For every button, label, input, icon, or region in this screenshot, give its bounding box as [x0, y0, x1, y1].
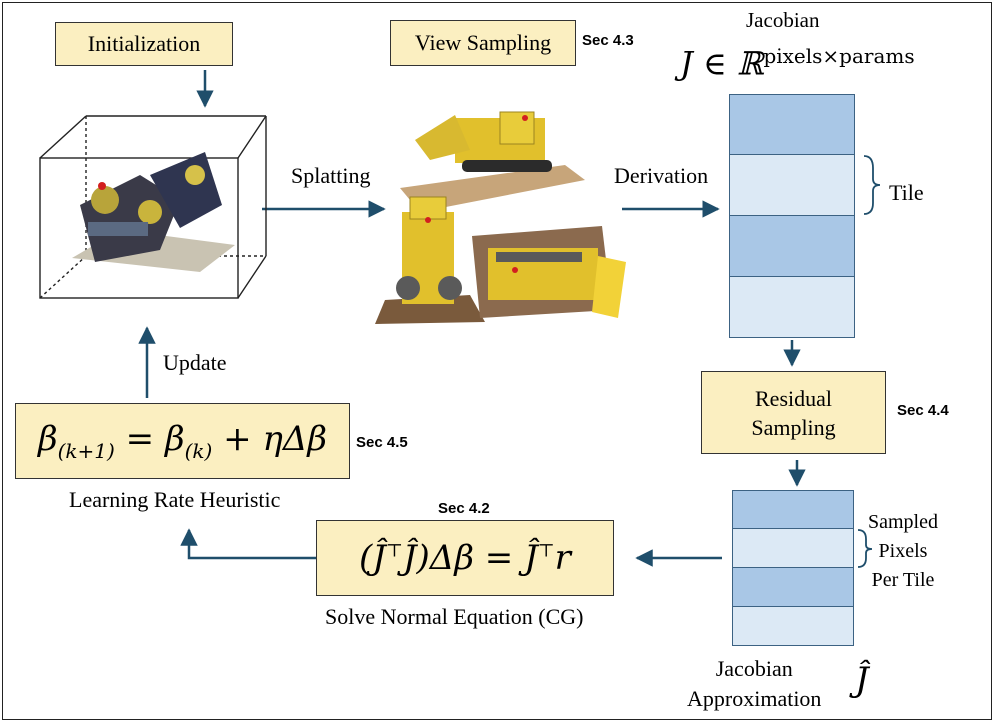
jacobian-formula: J ∈ ℝpixels×params — [680, 44, 915, 83]
flow-arrows — [138, 70, 806, 567]
sec-residual-sampling: Sec 4.4 — [897, 402, 949, 419]
update-label: Update — [163, 350, 227, 375]
residual-sampling-box: Residual Sampling — [701, 371, 886, 454]
j-hat-symbol: Ĵ — [855, 660, 869, 700]
derivation-label: Derivation — [614, 163, 709, 188]
learning-rate-label: Learning Rate Heuristic — [69, 487, 281, 512]
jacobian-approx-label: Jacobian Approximation — [687, 656, 822, 711]
update-equation: β(k+1) = β(k) + ηΔβ — [37, 419, 328, 463]
approx-tile-3 — [732, 567, 854, 607]
jacobian-tile-1 — [729, 94, 855, 155]
sampled-brace — [857, 529, 873, 568]
sec-normal-equation: Sec 4.2 — [438, 500, 490, 517]
residual-sampling-line1: Residual — [755, 385, 832, 411]
initialization-box: Initialization — [55, 22, 233, 66]
view-sampling-label: View Sampling — [414, 30, 552, 55]
sec-update: Sec 4.5 — [356, 434, 408, 451]
approx-tile-4 — [732, 606, 854, 646]
jacobian-tile-2 — [729, 154, 855, 216]
approx-tile-1 — [732, 490, 854, 529]
gaussian-splat-scene — [72, 152, 235, 272]
rendered-views — [375, 111, 626, 324]
jacobian-tile-4 — [729, 276, 855, 338]
gaussian-box — [39, 115, 267, 299]
splatting-label: Splatting — [291, 163, 371, 188]
initialization-label: Initialization — [87, 31, 201, 56]
tile-label: Tile — [889, 180, 924, 205]
jacobian-title: Jacobian — [746, 8, 820, 32]
tile-brace — [863, 155, 881, 215]
normal-equation: (Ĵ⊤Ĵ)Δβ = Ĵ⊤r — [359, 538, 571, 578]
sampled-pixels-label: Sampled Pixels Per Tile — [868, 511, 938, 591]
update-equation-box: β(k+1) = β(k) + ηΔβ — [15, 403, 350, 479]
solve-label: Solve Normal Equation (CG) — [325, 604, 584, 629]
view-sampling-box: View Sampling — [390, 20, 576, 66]
arrow-to-learning-rate — [180, 528, 316, 560]
normal-equation-box: (Ĵ⊤Ĵ)Δβ = Ĵ⊤r — [316, 520, 614, 596]
residual-sampling-line2: Sampling — [751, 414, 836, 440]
sec-view-sampling: Sec 4.3 — [582, 32, 634, 49]
